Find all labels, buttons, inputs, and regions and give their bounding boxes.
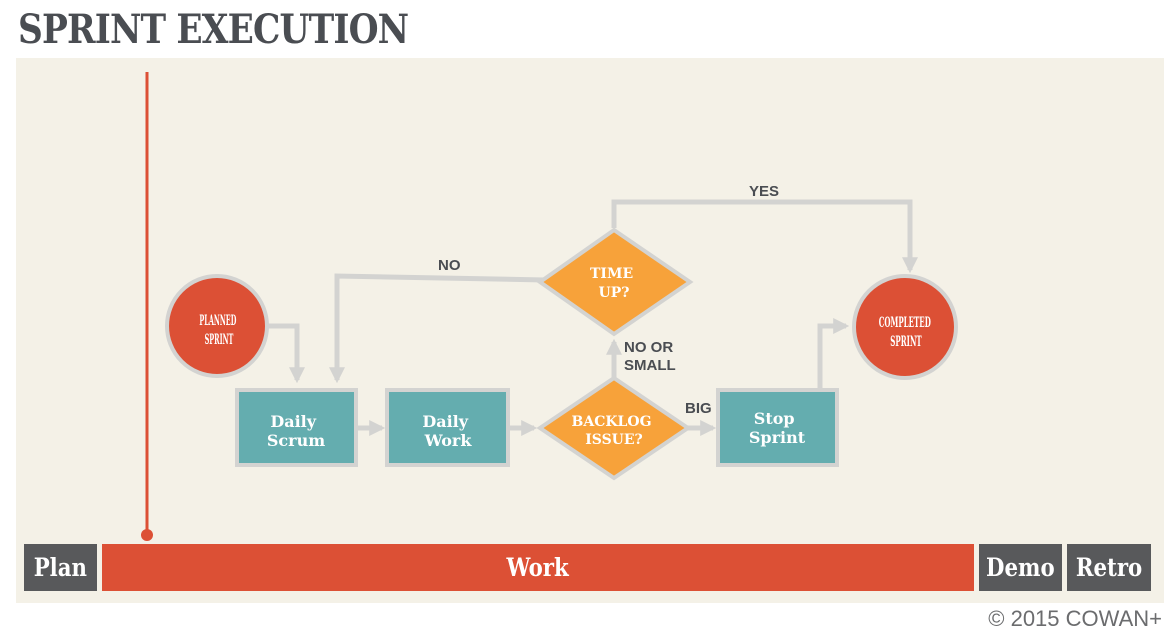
edge-label-no: NO: [438, 257, 461, 274]
backlog-issue-label-2: ISSUE?: [585, 432, 643, 448]
copyright-notice: © 2015 COWAN+: [988, 606, 1162, 631]
backlog-issue-label-1: BACKLOG: [572, 414, 652, 430]
time-up-label-2: UP?: [599, 285, 630, 301]
timeline-retro: Retro: [1067, 544, 1151, 591]
daily-scrum-label-1: Daily: [270, 412, 316, 431]
planned-sprint-node: PLANNED SPRINT: [165, 274, 269, 378]
stop-sprint-label-1: Stop: [754, 409, 795, 428]
svg-text:PLANNED SPRINT: PLANNED SPRINT: [199, 313, 238, 348]
daily-work-node: Daily Work: [385, 388, 510, 467]
edge-label-no-or-small: NO OR SMALL: [624, 339, 677, 374]
planned-sprint-label-2: SPRINT: [205, 332, 234, 348]
edge-timeup-no-to-scrum: [328, 273, 546, 384]
edge-label-no-or-small-2: SMALL: [624, 357, 676, 374]
edge-stop-to-completed: [817, 317, 850, 390]
edge-timeup-yes-to-completed: [611, 199, 919, 274]
timeline-plan-label: Plan: [33, 553, 88, 582]
page-title: SPRINT EXECUTION: [18, 6, 409, 53]
current-time-marker-dot: [141, 529, 153, 541]
timeline-demo-label: Demo: [986, 553, 1055, 582]
timeline-plan: Plan: [24, 544, 97, 591]
svg-text:TIME UP?: TIME UP?: [590, 266, 638, 301]
svg-text:BACKLOG ISSUE?: BACKLOG ISSUE?: [572, 414, 657, 448]
svg-text:COMPLETED SPRINT: COMPLETED SPRINT: [879, 315, 934, 350]
timeline-work-label: Work: [506, 553, 570, 582]
daily-scrum-node: Daily Scrum: [235, 388, 358, 467]
svg-text:Daily Work: Daily Work: [422, 412, 473, 450]
completed-sprint-label-1: COMPLETED: [879, 315, 931, 331]
stop-sprint-node: Stop Sprint: [716, 388, 839, 467]
time-up-label-1: TIME: [590, 266, 633, 282]
backlog-issue-decision: BACKLOG ISSUE?: [536, 375, 692, 481]
edge-label-no-or-small-1: NO OR: [624, 339, 673, 356]
daily-work-label-2: Work: [424, 431, 473, 450]
timeline-work: Work: [102, 544, 974, 591]
time-up-decision: TIME UP?: [536, 227, 694, 337]
edge-planned-to-scrum: [268, 323, 306, 384]
edge-label-big: BIG: [685, 400, 712, 417]
completed-sprint-node: COMPLETED SPRINT: [852, 274, 958, 380]
completed-sprint-label-2: SPRINT: [890, 334, 922, 350]
stop-sprint-label-2: Sprint: [749, 428, 806, 447]
svg-text:Daily Scrum: Daily Scrum: [267, 412, 325, 450]
svg-text:Stop Sprint: Stop Sprint: [749, 409, 806, 447]
daily-scrum-label-2: Scrum: [267, 431, 325, 450]
planned-sprint-label-1: PLANNED: [199, 313, 236, 329]
timeline-demo: Demo: [979, 544, 1062, 591]
timeline-retro-label: Retro: [1075, 553, 1143, 582]
daily-work-label-1: Daily: [422, 412, 468, 431]
edge-label-yes: YES: [749, 183, 779, 200]
